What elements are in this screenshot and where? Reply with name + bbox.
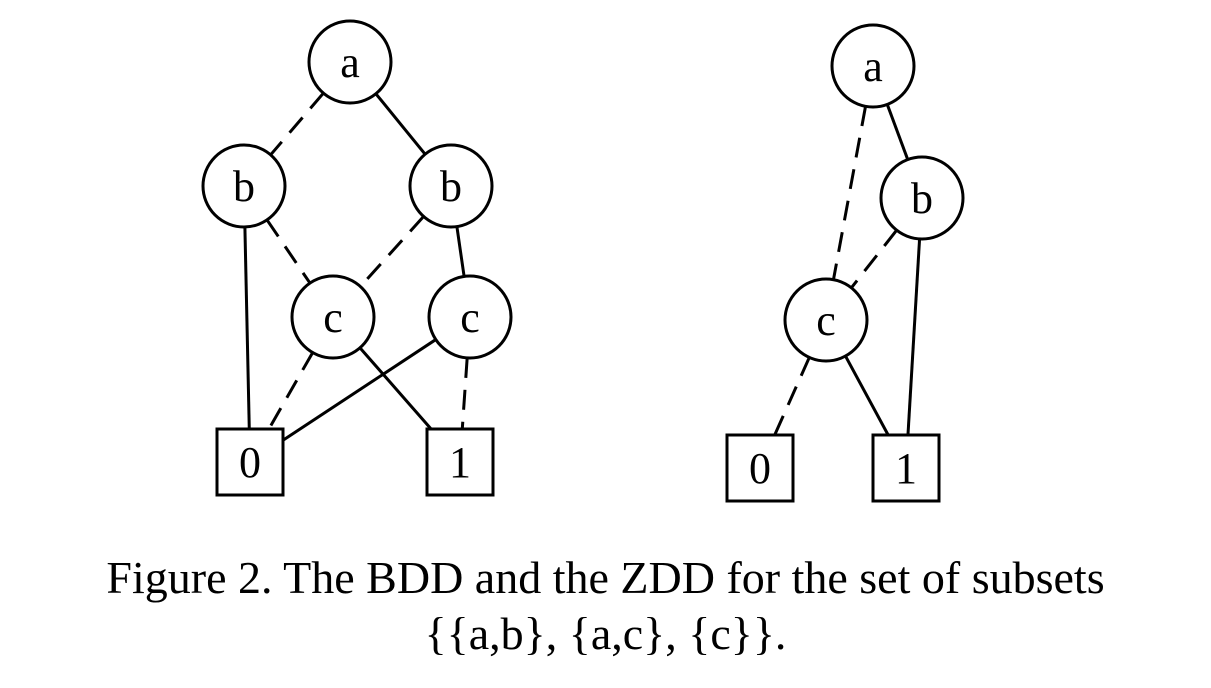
zdd-edge-a-b-solid: [885, 103, 910, 161]
zdd-node-c: c: [783, 277, 869, 363]
bdd-node-c1: c: [290, 274, 376, 360]
zdd-edge-c-t1-solid: [844, 355, 890, 436]
zdd-node-t1: 1: [871, 433, 941, 503]
bdd-node-b2: b: [408, 143, 494, 229]
bdd-edge-c2-t0-solid: [282, 338, 437, 442]
bdd-node-b2-label: b: [440, 162, 462, 211]
bdd-node-b1-label: b: [233, 162, 255, 211]
figure-caption: Figure 2. The BDD and the ZDD for the se…: [0, 550, 1211, 662]
bdd-graph: a b b c c 0 1: [201, 19, 513, 497]
zdd-node-a-circle: [830, 23, 916, 109]
bdd-node-a: a: [307, 19, 393, 105]
zdd-node-t0: 0: [725, 433, 795, 503]
bdd-edge-c1-t0-dashed: [267, 351, 314, 430]
bdd-node-a-circle: [307, 19, 393, 105]
bdd-node-b2-circle: [408, 143, 494, 229]
bdd-node-c1-circle: [290, 274, 376, 360]
zdd-node-a-label: a: [863, 42, 883, 91]
zdd-node-b: b: [879, 155, 965, 241]
caption-line-1: Figure 2. The BDD and the ZDD for the se…: [106, 552, 1105, 603]
bdd-node-b1-circle: [201, 143, 287, 229]
bdd-node-c2-circle: [427, 274, 513, 360]
zdd-node-t1-label: 1: [895, 444, 917, 493]
bdd-edge-a-b1-dashed: [269, 92, 325, 156]
bdd-node-t1: 1: [425, 427, 495, 497]
bdd-edge-c2-t1-dashed: [460, 357, 469, 430]
zdd-node-c-circle: [783, 277, 869, 363]
bdd-edge-b2-c2-solid: [455, 226, 466, 277]
caption-line-2: {{a,b}, {a,c}, {c}}.: [424, 608, 787, 659]
zdd-edge-a-c-dashed: [831, 106, 868, 280]
bdd-edge-c1-t1-solid: [358, 346, 433, 430]
bdd-node-c1-label: c: [323, 293, 343, 342]
zdd-node-b-label: b: [911, 174, 933, 223]
bdd-edge-b1-t0-solid: [243, 226, 251, 430]
bdd-node-c2-label: c: [460, 293, 480, 342]
bdd-edge-b1-c1-dashed: [265, 219, 312, 284]
zdd-node-a: a: [830, 23, 916, 109]
bdd-edge-b2-c1-dashed: [359, 215, 425, 288]
bdd-zdd-diagram: a b b c c 0 1 a b c 0 1: [201, 19, 965, 503]
bdd-node-b1: b: [201, 143, 287, 229]
zdd-edge-b-c-dashed: [850, 229, 898, 289]
zdd-node-t0-label: 0: [749, 444, 771, 493]
zdd-graph: a b c 0 1: [725, 23, 965, 503]
bdd-node-t1-label: 1: [449, 438, 471, 487]
zdd-edge-c-t0-dashed: [773, 356, 811, 436]
bdd-terminal-1-box: [425, 427, 495, 497]
zdd-terminal-1-box: [871, 433, 941, 503]
zdd-terminal-0-box: [725, 433, 795, 503]
zdd-edge-b-t1-solid: [906, 238, 922, 436]
bdd-node-t0-label: 0: [239, 438, 261, 487]
bdd-terminal-0-box: [215, 427, 285, 497]
bdd-edge-a-b2-solid: [374, 92, 427, 156]
bdd-node-c2: c: [427, 274, 513, 360]
zdd-node-c-label: c: [816, 296, 836, 345]
bdd-node-t0: 0: [215, 427, 285, 497]
zdd-node-b-circle: [879, 155, 965, 241]
bdd-node-a-label: a: [340, 38, 360, 87]
